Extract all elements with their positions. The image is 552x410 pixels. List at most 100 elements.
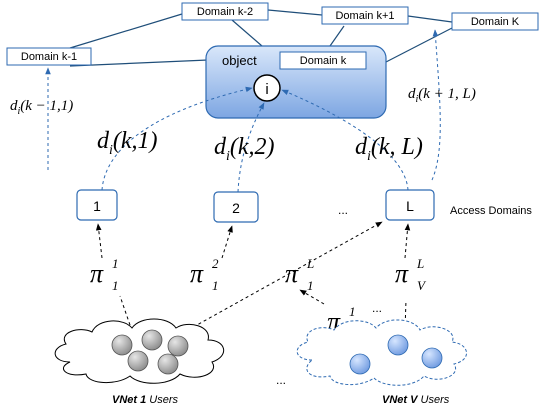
vnetV-node-c	[421, 347, 443, 369]
domain-box-k-minus-2: Domain k-2	[181, 2, 269, 21]
caption-vnet-1-bold: VNet 1	[112, 394, 146, 406]
user-arrows	[95, 221, 411, 331]
svg-text:di(k,1): di(k,1)	[97, 128, 158, 158]
svg-text:π: π	[395, 259, 409, 288]
pi-label-11: π 1 1	[90, 256, 119, 293]
delay-k2-main: d	[214, 134, 227, 160]
piVL-sup: L	[416, 256, 424, 271]
delay-k2-args: (k,2)	[230, 134, 275, 160]
vnet1-node-e	[157, 353, 179, 375]
vnet1-node-d	[127, 350, 149, 372]
domain-box-K: Domain K	[451, 12, 539, 31]
svg-text:di(k, L): di(k, L)	[355, 134, 423, 164]
svg-text:π: π	[90, 259, 104, 288]
delay-k-minus-1-sub: i	[18, 106, 21, 117]
delay-label-kL: di(k, L)	[355, 134, 423, 164]
arrow-piVL	[404, 223, 411, 259]
cloud-ellipsis: ...	[276, 373, 286, 387]
domain-box-k-minus-1: Domain k-1	[6, 47, 92, 66]
vnetV-node-a	[387, 334, 409, 356]
caption-vnet-1-rest: Users	[146, 394, 178, 406]
edge-K-k	[385, 27, 453, 63]
object-node-i	[253, 74, 281, 102]
domain-k-minus-2-label: Domain k-2	[197, 6, 253, 18]
arrow-to-domain-K	[431, 29, 441, 181]
pi-label-12: π 2 1	[190, 256, 219, 293]
delay-k-plus-1-main: d	[408, 86, 416, 102]
pi1L-sup: L	[306, 256, 314, 271]
piV1-sup: 1	[349, 304, 356, 319]
svg-text:di(k − 1,1): di(k − 1,1)	[10, 98, 73, 117]
delay-k-minus-1-args: (k − 1,1)	[20, 98, 73, 114]
edge-kp1-k	[329, 25, 345, 47]
pi11-sub: 1	[112, 278, 119, 293]
delay-k1-sub: i	[109, 143, 113, 158]
delay-label-k-plus-1: di(k + 1, L)	[408, 86, 476, 105]
arrow-pi1L	[187, 221, 383, 331]
delay-label-k-minus-1: di(k − 1,1)	[10, 98, 73, 117]
pi-label-VL: π L V	[395, 256, 427, 293]
pi11-sup: 1	[112, 256, 119, 271]
arrow-accessL-to-i	[281, 89, 409, 191]
domain-k-label: Domain k	[300, 55, 347, 67]
caption-vnet-V: VNet V Users	[382, 394, 450, 406]
object-domain-k: object Domain k i	[205, 45, 387, 119]
caption-vnet-1: VNet 1 Users	[112, 394, 179, 406]
delay-k1-main: d	[97, 128, 110, 154]
vnet1-node-a	[111, 334, 133, 356]
domain-box-k-plus-1: Domain k+1	[321, 6, 409, 25]
cloud-vnet-1	[54, 318, 224, 384]
arrow-piV1	[299, 289, 325, 305]
domain-k-plus-1-label: Domain k+1	[335, 10, 394, 22]
piVL-sym: π	[395, 259, 409, 288]
svg-text:π: π	[190, 259, 204, 288]
line-vnetV-up	[404, 299, 407, 331]
delay-k-minus-1-main: d	[10, 98, 18, 114]
access-node-2: 2	[213, 191, 259, 223]
edge-kp1-K	[407, 15, 453, 23]
pi12-sym: π	[190, 259, 204, 288]
arrow-pi12	[221, 225, 233, 259]
vnet1-node-c	[167, 335, 189, 357]
pi-ellipsis: ...	[372, 301, 382, 315]
access-node-1-label: 1	[93, 198, 101, 214]
object-node-label: i	[265, 81, 268, 98]
delay-k-plus-1-sub: i	[416, 94, 419, 105]
delay-arrows	[45, 29, 441, 193]
pi1L-sym: π	[285, 259, 299, 288]
pi-label-1L: π L 1	[285, 256, 314, 293]
object-label: object	[222, 53, 257, 68]
cloud-vnet-V	[296, 319, 467, 386]
svg-text:π: π	[285, 259, 299, 288]
pi12-sup: 2	[212, 256, 219, 271]
edge-km2-k	[231, 19, 263, 47]
pi12-sub: 1	[212, 278, 219, 293]
access-domains-label: Access Domains	[450, 205, 532, 217]
arrow-pi11	[95, 223, 103, 259]
delay-k-plus-1-args: (k + 1, L)	[418, 86, 476, 102]
edge-km1-km2	[69, 13, 183, 49]
delay-kL-args: (k, L)	[371, 134, 423, 160]
domain-edges	[69, 9, 453, 67]
access-node-L-label: L	[406, 198, 414, 214]
piVL-sub: V	[417, 278, 427, 293]
delay-k1-args: (k,1)	[113, 128, 158, 154]
delay-kL-sub: i	[367, 149, 371, 164]
svg-text:di(k,2): di(k,2)	[214, 134, 275, 164]
delay-kL-main: d	[355, 134, 368, 160]
access-node-1: 1	[76, 189, 118, 221]
svg-text:di(k + 1, L): di(k + 1, L)	[408, 86, 476, 105]
access-ellipsis: ...	[338, 203, 348, 217]
vnet1-node-b	[141, 329, 163, 351]
pi1L-sub: 1	[307, 278, 314, 293]
delay-label-k2: di(k,2)	[214, 134, 275, 164]
delay-k2-sub: i	[226, 149, 230, 164]
line-vnet1-up	[119, 295, 131, 326]
arrow-access2-to-i	[237, 102, 265, 193]
domain-K-label: Domain K	[471, 16, 520, 28]
edge-km1-k	[69, 59, 209, 67]
edge-km2-kp1	[267, 9, 323, 16]
caption-vnet-V-rest: Users	[417, 394, 449, 406]
